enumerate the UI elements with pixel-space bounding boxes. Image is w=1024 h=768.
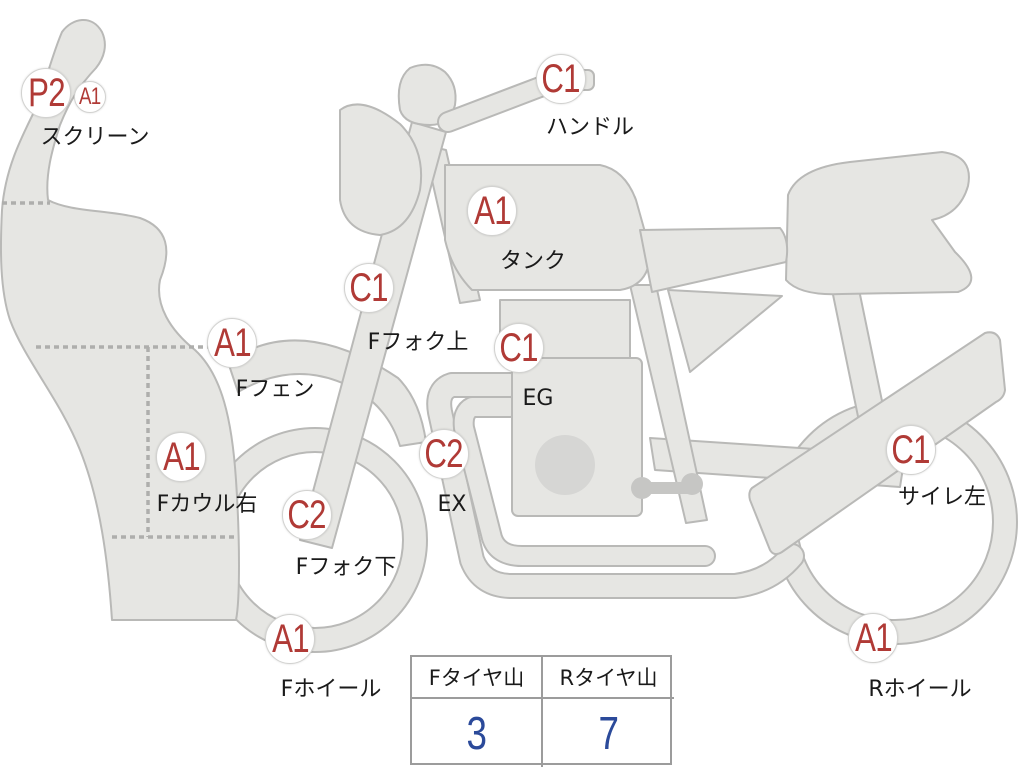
front-fork-shape (299, 121, 447, 549)
tire-tread-table: Fタイヤ山 Rタイヤ山 3 7 (410, 655, 674, 767)
side-cover-shape (667, 289, 783, 373)
grade-badge-exhaust: C2 (419, 429, 469, 479)
part-label-handle: ハンドル (545, 115, 634, 140)
rear-tire-header: Rタイヤ山 (543, 657, 674, 699)
part-label-front-wheel: Fホイール (280, 677, 382, 702)
part-label-tank: タンク (499, 249, 566, 274)
grade-text: C2 (287, 493, 327, 537)
grade-text: A1 (271, 617, 309, 661)
silencer-shape (748, 331, 1006, 556)
grade-text: C1 (499, 326, 539, 370)
front-seat-shape (639, 227, 789, 293)
footpeg-end-right (681, 473, 703, 495)
grade-text: P2 (27, 71, 65, 115)
footpeg-end-left (631, 477, 653, 499)
grade-text: C1 (349, 266, 389, 310)
grade-badge-front-cowl-right: A1 (156, 432, 206, 482)
front-wheel-shape (202, 427, 428, 653)
part-label-fork-upper: Fフォク上 (367, 330, 469, 355)
part-label-engine: EG (522, 386, 554, 411)
rear-tire-value: 7 (598, 707, 619, 759)
grade-badge-silencer-left: C1 (886, 425, 936, 475)
part-label-exhaust: EX (437, 492, 467, 517)
frame-rear-shape (629, 284, 708, 524)
part-label-front-cowl-right: Fカウル右 (156, 492, 258, 517)
grade-badge-engine: C1 (494, 323, 544, 373)
front-tire-header: Fタイヤ山 (412, 657, 543, 699)
front-tire-value-cell: 3 (412, 699, 543, 767)
part-label-rear-wheel: Rホイール (868, 677, 972, 702)
rear-seat-shape (785, 151, 973, 296)
grade-text: C1 (541, 57, 581, 101)
grade-text: C2 (424, 432, 464, 476)
grade-badge-fork-upper: C1 (344, 263, 394, 313)
grade-badge-front-fender: A1 (207, 318, 257, 368)
part-label-silencer-left: サイレ左 (897, 485, 986, 510)
part-label-front-fender: Fフェン (235, 377, 315, 402)
part-label-screen: スクリーン (40, 125, 150, 150)
headlight-shape (339, 103, 423, 236)
grade-badge-front-wheel: A1 (265, 614, 315, 664)
grade-text: C1 (891, 428, 931, 472)
grade-badge-fork-lower: C2 (282, 490, 332, 540)
grade-text: A1 (473, 189, 511, 233)
engine-cover-circle (535, 435, 595, 495)
exhaust-inner-fill (454, 398, 714, 565)
grade-badge-screen-1: P2 (21, 68, 71, 118)
part-label-fork-lower: Fフォク下 (295, 555, 397, 580)
mirror-shape (397, 63, 457, 126)
grade-badge-screen-2: A1 (74, 81, 106, 113)
grade-text: A1 (213, 321, 251, 365)
grade-text: A1 (162, 435, 200, 479)
grade-text: A1 (854, 616, 892, 660)
rear-tire-value-cell: 7 (543, 699, 674, 767)
grade-badge-rear-wheel: A1 (848, 613, 898, 663)
grade-text: A1 (79, 83, 101, 110)
grade-badge-tank: A1 (467, 186, 517, 236)
front-tire-value: 3 (466, 707, 487, 759)
grade-badge-handle: C1 (536, 54, 586, 104)
exhaust-pipe-fill (428, 374, 803, 597)
